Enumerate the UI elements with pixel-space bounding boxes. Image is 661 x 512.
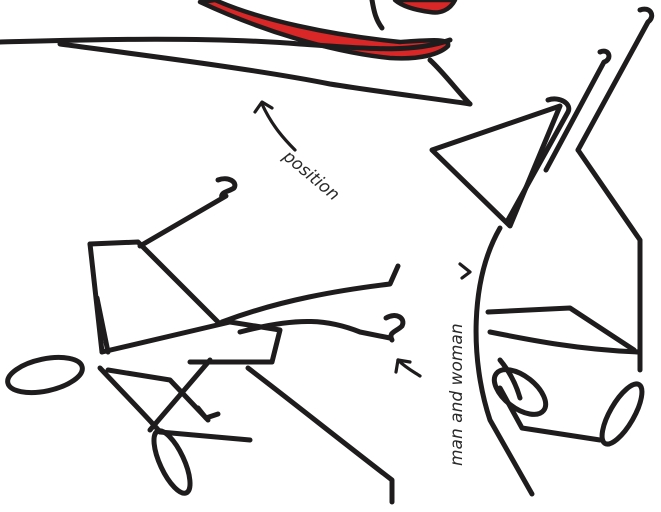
couple-annotation: man and woman bbox=[396, 264, 470, 466]
red-flying-shape bbox=[0, 0, 470, 104]
position-arrow bbox=[262, 104, 295, 150]
long-leg bbox=[248, 368, 392, 502]
antenna-far-right bbox=[578, 9, 652, 150]
hand-hook bbox=[386, 316, 403, 340]
left-head-oval bbox=[5, 351, 86, 398]
couple-label: man and woman bbox=[447, 323, 467, 466]
upper-body-frame bbox=[90, 242, 218, 322]
shin-line bbox=[198, 408, 218, 418]
red-tip bbox=[395, 0, 455, 13]
bracket-tick bbox=[460, 264, 470, 278]
right-body-outline bbox=[578, 150, 640, 370]
shape-fin bbox=[372, 0, 382, 28]
diagonal-limb bbox=[150, 360, 210, 430]
position-annotation: position bbox=[255, 102, 343, 205]
lower-right-leg bbox=[500, 388, 600, 440]
right-spine bbox=[476, 228, 532, 494]
position-label: position bbox=[278, 146, 343, 205]
left-stick-figures bbox=[5, 179, 403, 502]
right-head-oval bbox=[595, 379, 650, 450]
reaching-arm bbox=[222, 266, 398, 322]
upper-arm-hook bbox=[140, 179, 235, 246]
